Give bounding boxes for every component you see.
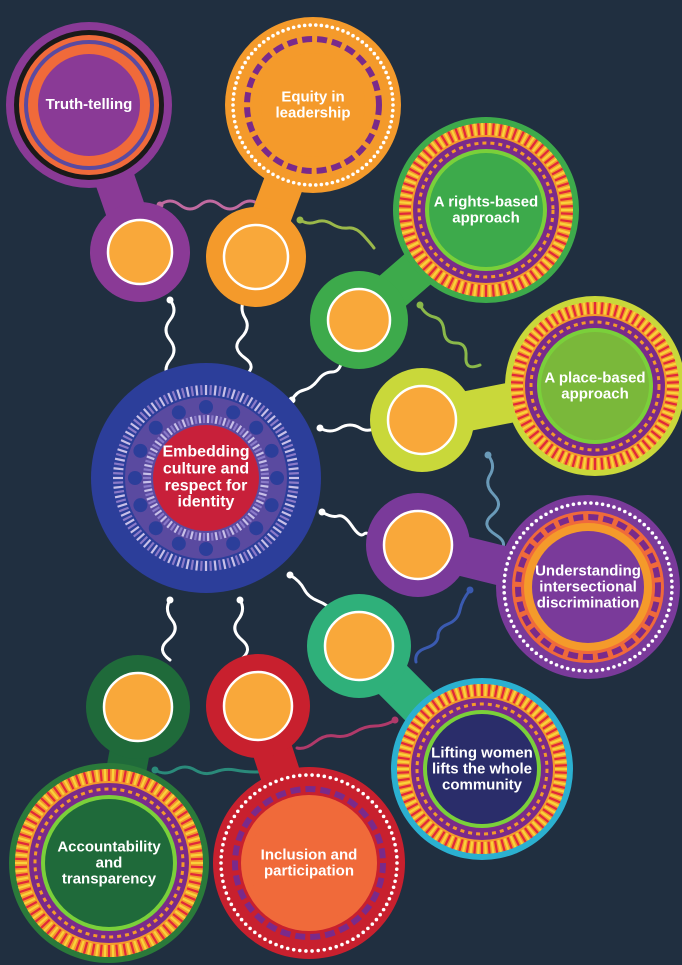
inclusion-label: Inclusion and participation	[260, 846, 358, 879]
place-label: A place-based approach	[544, 369, 646, 402]
squiggle-acc-center	[161, 598, 177, 662]
truth-knob	[106, 218, 174, 286]
squiggle-rights-place	[418, 303, 482, 369]
truth-node	[6, 22, 172, 188]
squiggle-equity-rights-dot	[296, 216, 304, 224]
equity-knob	[222, 223, 290, 291]
inclusion-knob	[222, 670, 294, 742]
squiggle-equity-rights	[298, 218, 376, 250]
squiggle-rights-center	[290, 358, 344, 402]
intersectional-node	[496, 495, 680, 679]
squiggle-acc-center-dot	[166, 596, 174, 604]
squiggle-truth-center-dot	[166, 296, 174, 304]
truth-label: Truth-telling	[45, 96, 133, 114]
center-label: Embedding culture and respect for identi…	[162, 443, 250, 511]
place-knob	[386, 384, 458, 456]
lifting-node	[391, 678, 573, 860]
squiggle-lift-center-dot	[286, 571, 294, 579]
equity-label: Equity in leadership	[275, 88, 351, 121]
squiggle-incl-center-dot	[236, 596, 244, 604]
squiggle-place-center-dot	[316, 424, 324, 432]
accountability-label: Accountability and transparency	[57, 838, 161, 887]
squiggle-inter-lift	[414, 588, 472, 664]
squiggle-rights-place-dot	[416, 301, 424, 309]
squiggle-incl-center	[233, 598, 249, 662]
squiggle-bottom-dot	[151, 766, 159, 774]
rights-knob	[326, 287, 392, 353]
squiggle-place-center	[318, 422, 382, 433]
center-node	[91, 363, 321, 593]
place-node	[505, 296, 682, 476]
rights-label: A rights-based approach	[433, 193, 539, 226]
lifting-label: Lifting women lifts the whole community	[431, 744, 533, 793]
intersectional-knob	[382, 509, 454, 581]
accountability-knob	[102, 671, 174, 743]
squiggle-lift-incl-dot	[391, 716, 399, 724]
equity-node	[225, 17, 401, 193]
rights-node	[393, 117, 579, 303]
squiggle-inter-center-dot	[318, 508, 326, 516]
accountability-node	[9, 763, 209, 963]
inclusion-node	[213, 767, 405, 959]
squiggle-lift-incl	[295, 718, 397, 750]
squiggle-bottom	[153, 765, 277, 776]
squiggle-inter-lift-dot	[466, 586, 474, 594]
lifting-knob	[323, 610, 395, 682]
intersectional-label: Understanding intersectional discriminat…	[535, 562, 641, 611]
squiggle-place-inter-dot	[484, 451, 492, 459]
squiggle-inter-center	[320, 510, 380, 546]
squiggle-place-inter	[485, 453, 505, 557]
